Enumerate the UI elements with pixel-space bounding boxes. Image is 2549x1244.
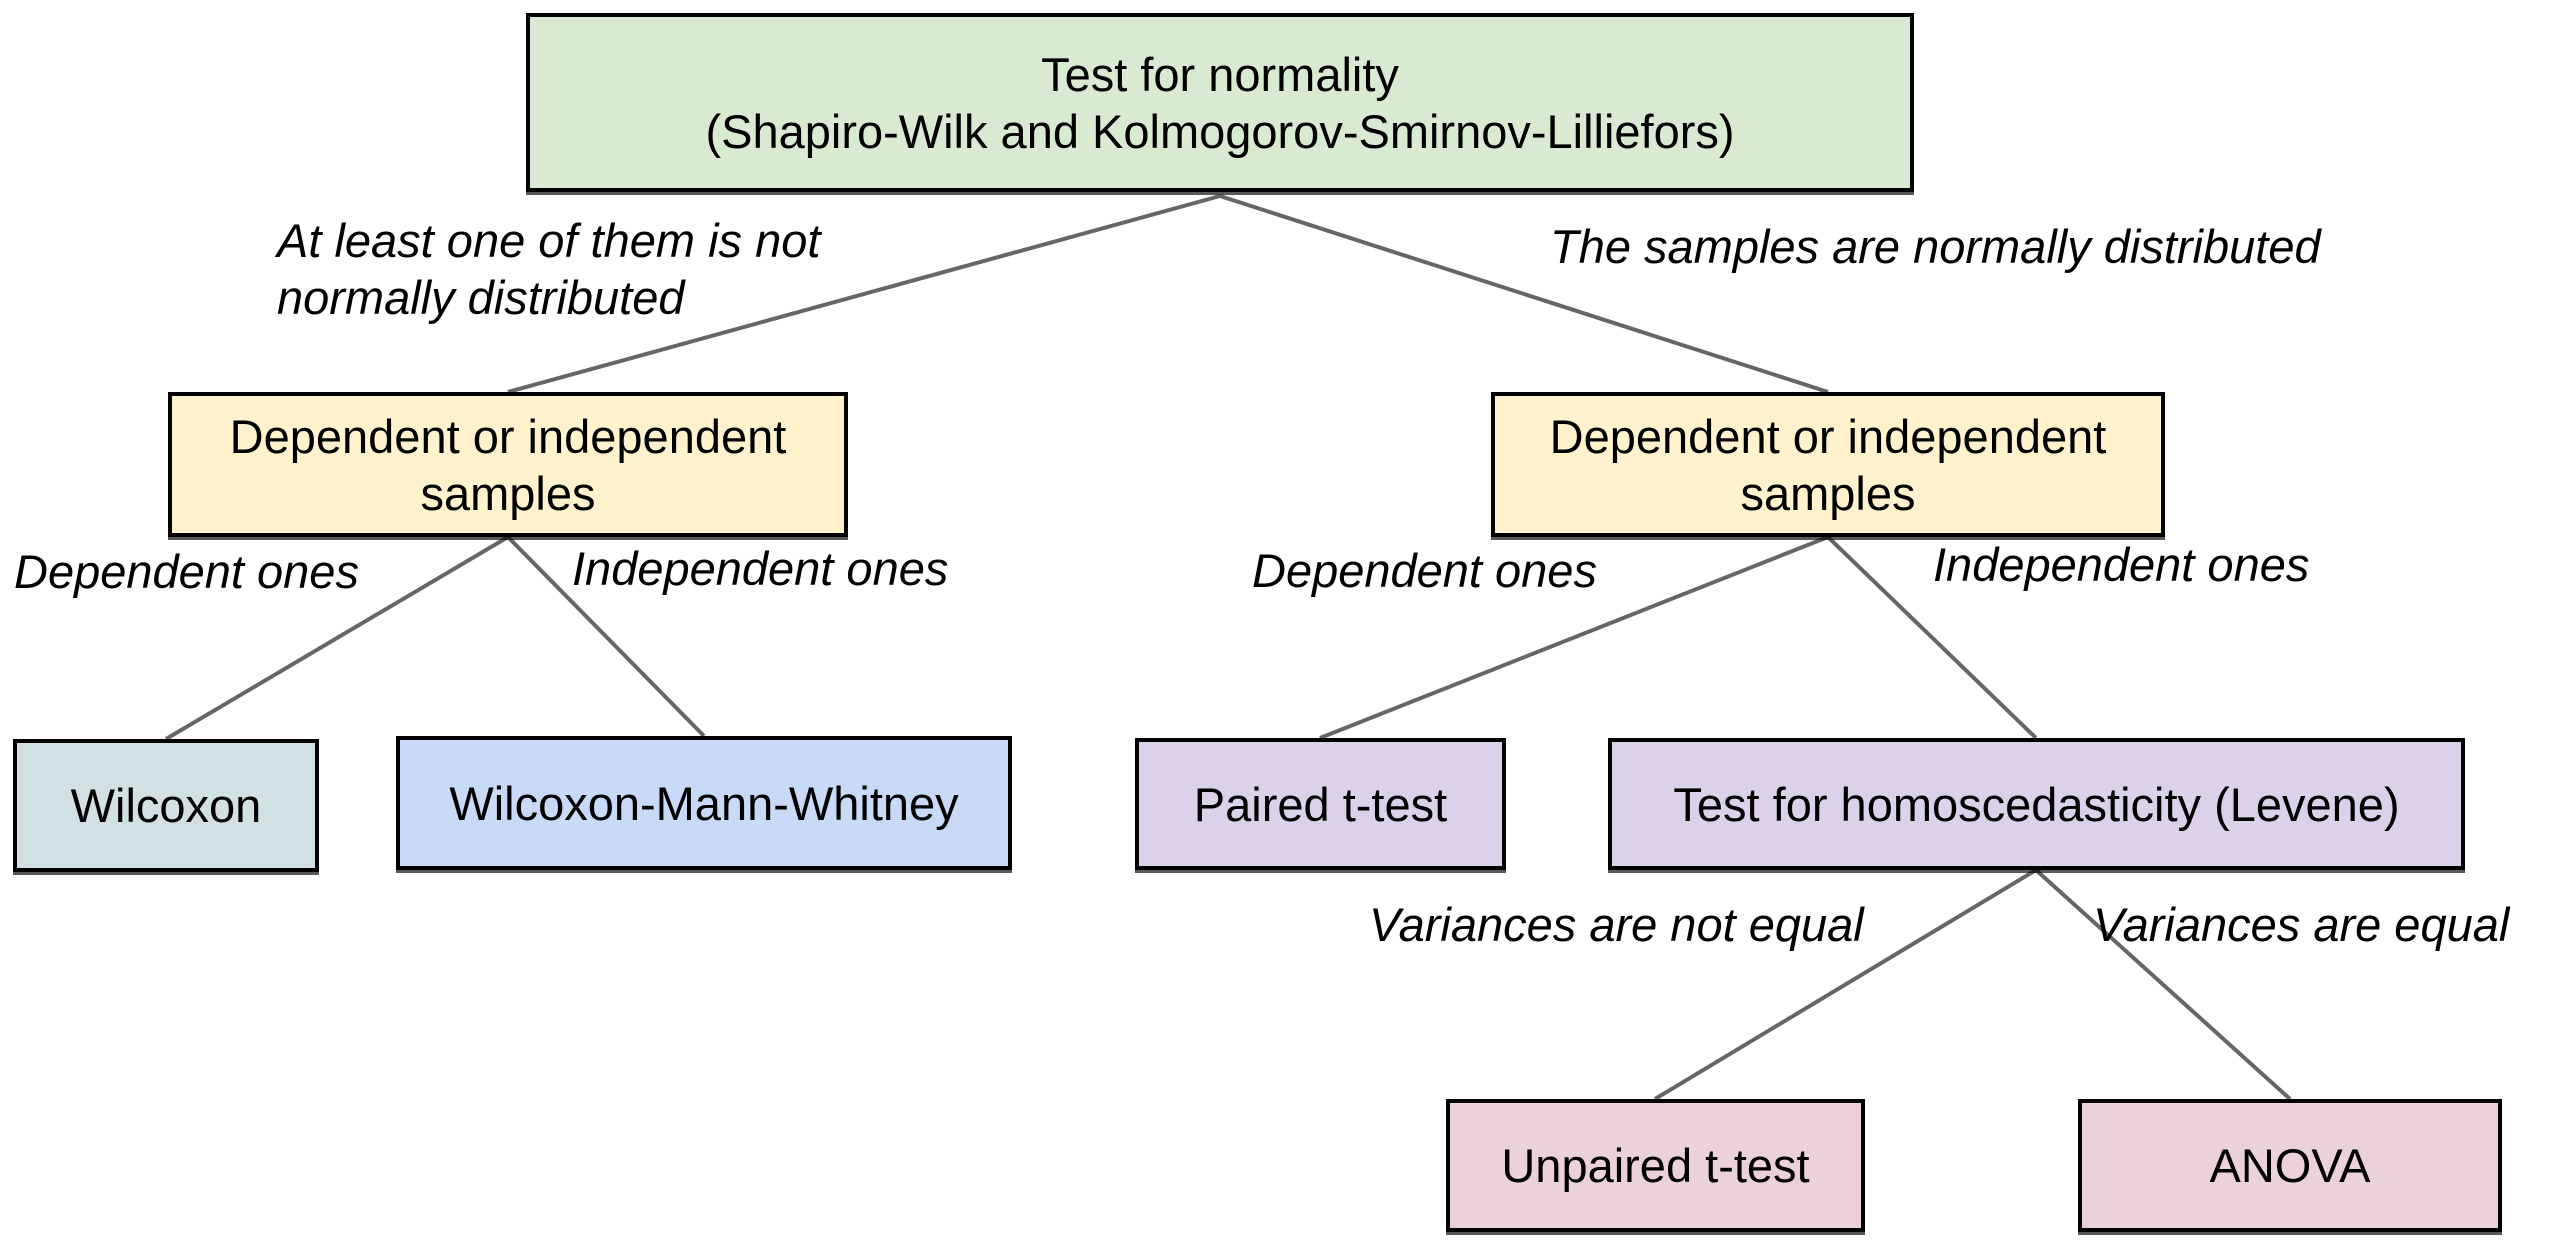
node-label: Test for normality (Shapiro-Wilk and Kol… [705,47,1735,158]
edge-label-dependent-right: Dependent ones [1252,544,1597,597]
edge-label-independent-right: Independent ones [1933,538,2310,591]
node-label: Dependent or independent samples [1549,409,2107,520]
edge-label-not-normally-distributed: At least one of them is not normally dis… [277,214,821,324]
node-wilcoxon-mann-whitney: Wilcoxon-Mann-Whitney [396,736,1012,870]
node-label: Paired t-test [1193,777,1448,831]
node-label: ANOVA [2209,1139,2371,1192]
node-samples-left: Dependent or independent samples [168,392,848,537]
node-label: Wilcoxon [70,779,262,832]
node-label: Wilcoxon-Mann-Whitney [449,776,959,830]
node-wilcoxon: Wilcoxon [13,739,319,872]
node-label: Unpaired t-test [1501,1139,1810,1192]
edge-label-normally-distributed: The samples are normally distributed [1550,220,2321,273]
edge-label-variances-equal: Variances are equal [2093,898,2510,951]
edge-label-dependent-left: Dependent ones [14,545,359,598]
node-test-for-normality: Test for normality (Shapiro-Wilk and Kol… [526,13,1914,192]
edge-label-variances-not-equal: Variances are not equal [1369,898,1864,951]
node-test-for-homoscedasticity: Test for homoscedasticity (Levene) [1608,738,2465,870]
node-label: Test for homoscedasticity (Levene) [1673,777,2400,831]
node-samples-right: Dependent or independent samples [1491,392,2165,537]
node-anova: ANOVA [2078,1099,2502,1232]
node-unpaired-t-test: Unpaired t-test [1446,1099,1865,1232]
node-paired-t-test: Paired t-test [1135,738,1506,870]
node-label: Dependent or independent samples [229,409,787,520]
edge-label-independent-left: Independent ones [572,542,949,595]
